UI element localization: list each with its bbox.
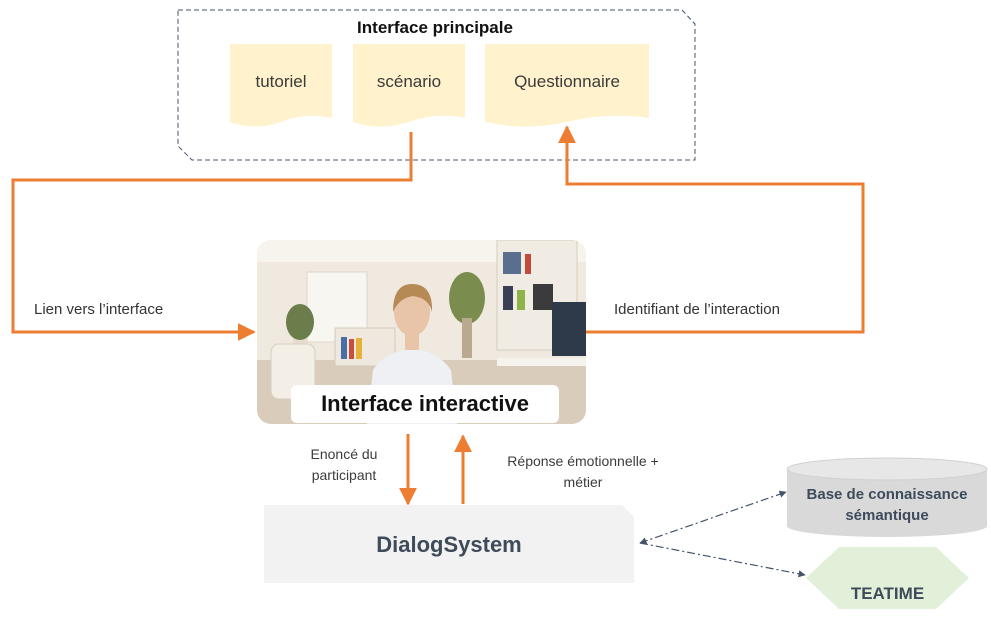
response-label-line-2: métier xyxy=(563,474,603,490)
link-label: Lien vers l’interface xyxy=(34,301,164,318)
teatime-label: TEATIME xyxy=(850,584,925,603)
response-label: Réponse émotionnelle + métier xyxy=(470,451,696,493)
utterance-label-line-2: participant xyxy=(311,467,377,483)
knowledge-base-line-1: Base de connaissance xyxy=(806,486,968,503)
response-label-line-1: Réponse émotionnelle + xyxy=(507,453,659,469)
doc-shape-questionnaire xyxy=(485,44,649,127)
doc-questionnaire[interactable]: Questionnaire xyxy=(514,72,620,91)
knowledge-base-line-2: sémantique xyxy=(845,507,929,524)
dialog-system-label: DialogSystem xyxy=(376,532,522,557)
main-interface-container xyxy=(177,9,696,161)
interactive-interface-label: Interface interactive xyxy=(291,385,559,423)
teatime-link xyxy=(639,542,806,578)
knowledge-base-cylinder xyxy=(786,457,988,537)
utterance-label: Enoncé du participant xyxy=(290,444,398,486)
doc-shape-scenario xyxy=(353,44,465,127)
main-interface-title: Interface principale xyxy=(357,18,513,37)
identifier-arrow xyxy=(558,125,865,334)
identifier-label: Identifiant de l’interaction xyxy=(614,301,780,318)
utterance-label-line-1: Enoncé du xyxy=(310,446,378,462)
dialog-system-box xyxy=(264,505,634,583)
doc-scenario[interactable]: scénario xyxy=(376,72,442,91)
doc-shape-tutoriel xyxy=(230,44,332,127)
knowledge-base-label: Base de connaissance sémantique xyxy=(787,484,987,526)
link-arrow xyxy=(11,132,413,341)
teatime-hexagon xyxy=(806,547,969,609)
doc-tutoriel[interactable]: tutoriel xyxy=(255,72,307,91)
knowledge-link xyxy=(639,490,787,545)
